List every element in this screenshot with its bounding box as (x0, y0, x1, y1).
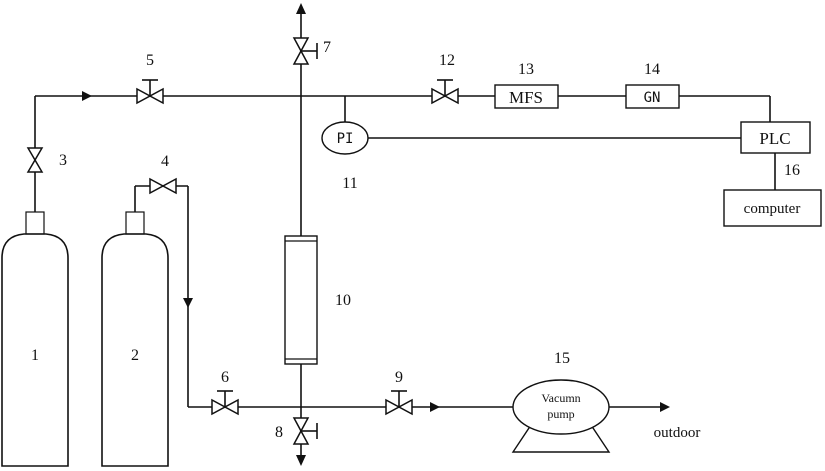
label-16: 16 (784, 162, 800, 179)
label-15: 15 (554, 350, 570, 367)
flow-arrows (82, 3, 670, 466)
mfs-label: MFS (509, 88, 543, 107)
arrow-outdoor (660, 402, 670, 412)
plc-label: PLC (759, 129, 790, 148)
arrow-bottom-line (430, 402, 440, 412)
plc-box: PLC (740, 121, 811, 154)
gas-cylinder-1 (1, 211, 69, 467)
mass-flow-sensor: MFS (494, 84, 559, 109)
gn-box: GN (625, 84, 680, 109)
gas-cylinder-2 (101, 211, 169, 467)
gn-label: GN (644, 90, 661, 106)
label-10: 10 (335, 292, 351, 309)
arrow-vertical-down (296, 455, 306, 466)
label-14: 14 (644, 61, 660, 78)
valve-4 (149, 177, 177, 195)
valve-8 (292, 417, 318, 445)
label-8: 8 (275, 424, 283, 441)
arrow-vertical-up (296, 3, 306, 14)
arrow-cyl2-down (183, 298, 193, 308)
pi-label: PI (337, 131, 354, 147)
valve-9 (385, 390, 413, 416)
adsorption-column (284, 235, 318, 365)
pump-label-line2: pump (547, 407, 574, 421)
label-6: 6 (221, 369, 229, 386)
label-11: 11 (342, 175, 357, 192)
pump-label-line1: Vacumn (541, 391, 580, 405)
component-numbers: 1 2 3 4 5 6 7 8 9 10 11 12 13 14 15 16 (31, 39, 800, 441)
valve-6 (211, 390, 239, 416)
arrow-top-line (82, 91, 92, 101)
outdoor-label: outdoor (654, 425, 701, 441)
label-4: 4 (161, 153, 169, 170)
valve-5 (136, 79, 164, 105)
label-2: 2 (131, 347, 139, 364)
pressure-indicator: PI (321, 121, 369, 155)
computer-label: computer (744, 201, 801, 217)
label-5: 5 (146, 52, 154, 69)
vacuum-pump: Vacumn pump (511, 379, 611, 453)
computer-box: computer (723, 189, 822, 227)
label-13: 13 (518, 61, 534, 78)
label-3: 3 (59, 152, 67, 169)
label-9: 9 (395, 369, 403, 386)
label-7: 7 (323, 39, 331, 56)
label-12: 12 (439, 52, 455, 69)
valve-7 (292, 37, 318, 65)
valve-12 (431, 79, 459, 105)
label-1: 1 (31, 347, 39, 364)
valve-3 (26, 147, 44, 173)
